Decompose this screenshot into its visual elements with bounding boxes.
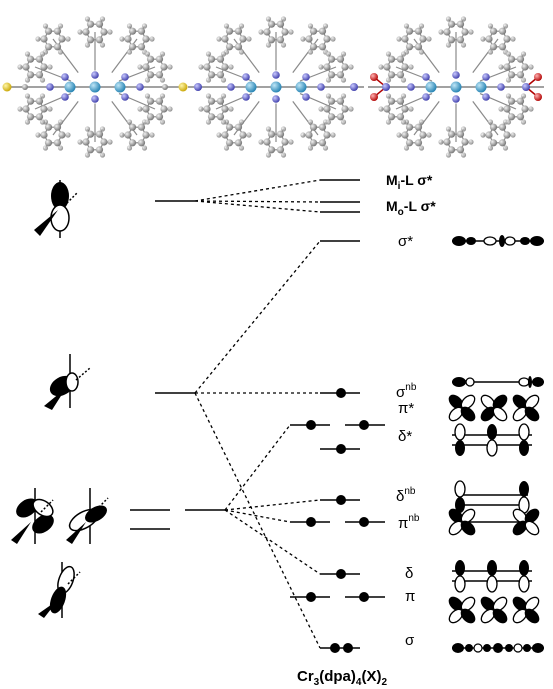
- electron: [336, 388, 346, 398]
- label-pi-star: π*: [398, 400, 414, 417]
- orbital-icon-top: [34, 180, 79, 238]
- orbital-icon-bottom: [38, 562, 81, 618]
- mo-delta-star-image: [452, 423, 532, 457]
- mo-pi-star-image: [448, 394, 540, 422]
- label-delta-nb: δnb: [396, 486, 416, 505]
- electron: [306, 420, 316, 430]
- electron: [330, 643, 340, 653]
- electron: [343, 643, 353, 653]
- label-mo-l: Mo-L σ*: [386, 198, 436, 218]
- label-mi-l: Mi-L σ*: [386, 172, 433, 192]
- label-sigma: σ: [405, 632, 415, 649]
- electron: [336, 495, 346, 505]
- electrons: [306, 388, 369, 653]
- molecule-structure-middle: [188, 16, 364, 158]
- label-sigma-nb: σnb: [396, 382, 417, 401]
- mo-sigma-image: [452, 643, 544, 653]
- electron: [336, 569, 346, 579]
- electron: [306, 592, 316, 602]
- label-pi-nb: πnb: [398, 513, 420, 532]
- energy-levels: [130, 179, 385, 649]
- label-pi: π: [405, 588, 415, 605]
- orbital-icon-middle: [44, 354, 91, 410]
- electron: [359, 420, 369, 430]
- orbital-icon-lower-right: [66, 488, 109, 544]
- molecule-structure-left: [2, 16, 188, 158]
- mo-delta-nb-image: [454, 480, 530, 514]
- electron: [336, 444, 346, 454]
- mo-sigma-star-image: [452, 235, 544, 247]
- molecule-structure-right: [368, 16, 544, 158]
- electron: [359, 517, 369, 527]
- label-delta-star: δ*: [398, 428, 412, 445]
- mo-sigma-nb-image: [452, 376, 544, 388]
- formula-label: Cr3(dpa)4(X)2: [297, 668, 387, 688]
- correlation-lines: [194, 179, 321, 649]
- mo-delta-image: [452, 560, 532, 593]
- orbital-icon-lower-left: [11, 488, 54, 544]
- electron: [306, 517, 316, 527]
- label-sigma-star: σ*: [398, 233, 413, 250]
- electron: [359, 592, 369, 602]
- label-delta: δ: [405, 565, 413, 582]
- mo-pi-nb-image: [448, 508, 540, 536]
- mo-pi-image: [448, 596, 540, 624]
